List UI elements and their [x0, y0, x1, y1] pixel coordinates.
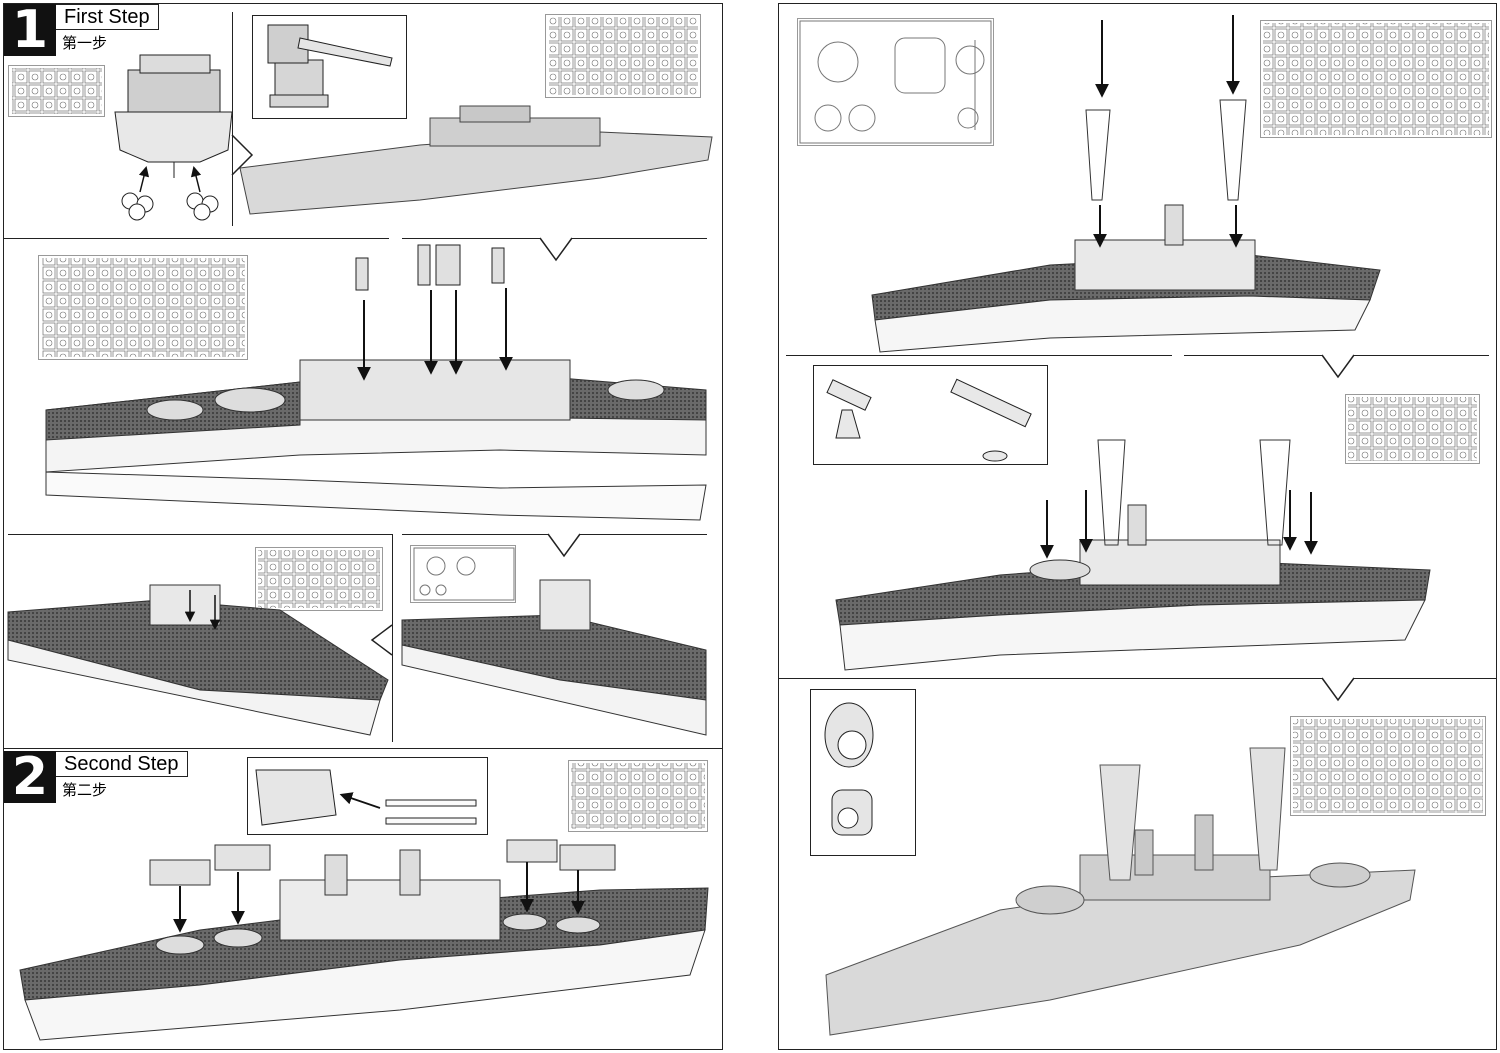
hull-gray-step1	[239, 105, 713, 215]
step1-arrows	[357, 288, 513, 381]
step-1-header: 1 First Step	[4, 4, 159, 56]
step-1-title: First Step	[56, 4, 159, 30]
divider-line	[3, 748, 723, 749]
propeller-icon	[121, 192, 219, 221]
searchlight-detail	[824, 702, 874, 836]
divider-line	[778, 678, 1497, 679]
ship-right-top	[871, 99, 1381, 353]
ventilator-icon	[355, 244, 505, 291]
small-deck-view-left	[7, 584, 389, 736]
photo-etch-patterns	[12, 17, 1489, 829]
step-2-subtitle: 第二步	[62, 781, 108, 799]
divider-line	[786, 355, 1172, 356]
step-1-subtitle: 第一步	[62, 34, 108, 52]
step-2-header: 2 Second Step	[4, 751, 188, 803]
panel-notch	[231, 134, 1355, 702]
gun-detail	[267, 24, 393, 108]
turret-detail	[255, 769, 477, 826]
hull-gray-final	[825, 747, 1416, 1036]
photo-etch-outlines	[413, 20, 992, 601]
divider-line	[3, 238, 389, 239]
step-1-number: 1	[4, 4, 56, 56]
step-2-title: Second Step	[56, 751, 188, 777]
ship-deck-closeup	[45, 359, 707, 521]
divider-line	[392, 534, 393, 742]
divider-line	[8, 534, 392, 535]
rangefinder-detail	[826, 378, 1032, 462]
ship-step2	[19, 839, 709, 1041]
divider-line	[232, 12, 233, 226]
stern-view-ship	[114, 54, 233, 178]
step-2-number: 2	[4, 751, 56, 803]
ship-right-middle	[835, 439, 1431, 671]
small-deck-view-right	[401, 579, 707, 736]
